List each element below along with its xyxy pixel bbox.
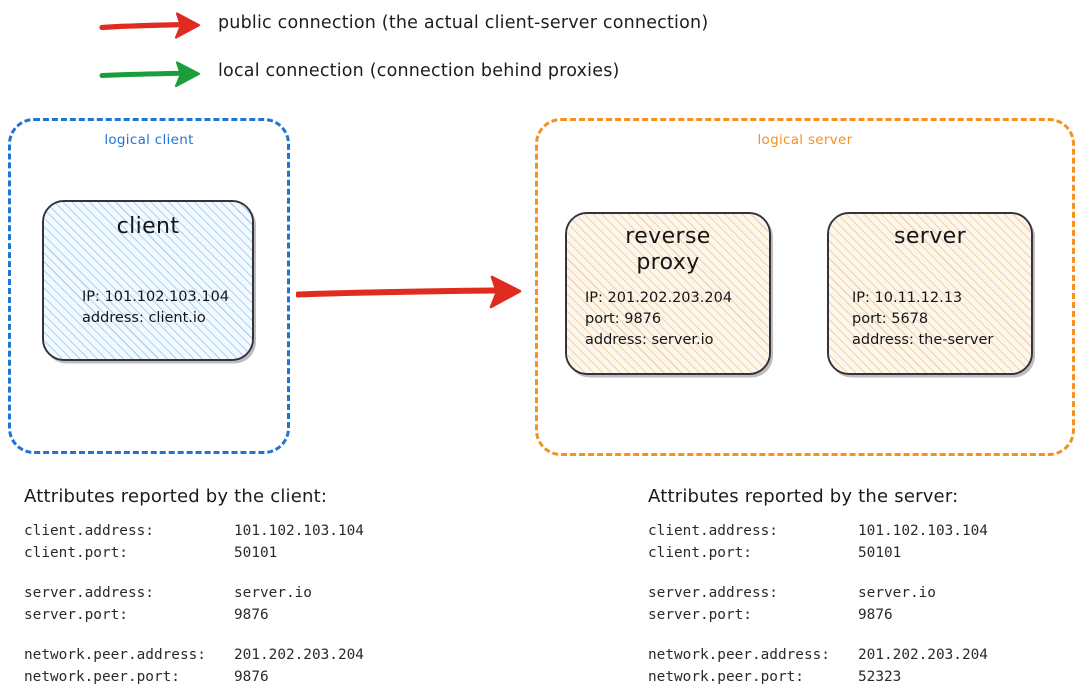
node-client-details: IP: 101.102.103.104 address: client.io xyxy=(82,289,230,326)
table-row-spacer xyxy=(24,564,364,583)
table-row: client.port: 50101 xyxy=(24,543,364,565)
table-row-spacer xyxy=(24,626,364,645)
node-client-title: client xyxy=(116,214,180,239)
attribute-value: server.io xyxy=(234,585,312,601)
table-row-spacer xyxy=(648,626,988,645)
attribute-key: network.peer.address: xyxy=(648,647,830,663)
table-row: network.peer.address: 201.202.203.204 xyxy=(648,645,988,667)
attribute-key: server.address: xyxy=(648,585,778,601)
table-row: server.port: 9876 xyxy=(648,605,988,627)
legend-item-public-connection: public connection (the actual client-ser… xyxy=(0,8,1080,44)
red-right-arrow-icon xyxy=(98,10,206,42)
table-row: network.peer.port: 9876 xyxy=(24,667,364,689)
attribute-value: 9876 xyxy=(858,606,893,623)
attributes-reported-by-client: Attributes reported by the client: clien… xyxy=(24,486,364,688)
legend-item-local-connection: local connection (connection behind prox… xyxy=(0,56,1080,92)
attribute-key: client.address: xyxy=(648,523,778,539)
node-client[interactable]: client IP: 101.102.103.104 address: clie… xyxy=(42,200,254,361)
attribute-value: 201.202.203.204 xyxy=(858,647,988,663)
attributes-reported-by-server: Attributes reported by the server: clien… xyxy=(648,486,988,688)
attribute-value: 9876 xyxy=(234,606,269,623)
attributes-server-heading: Attributes reported by the server: xyxy=(648,486,959,507)
node-reverse-proxy[interactable]: reverse proxy IP: 201.202.203.204 port: … xyxy=(565,212,771,375)
table-row: client.port: 50101 xyxy=(648,543,988,565)
attribute-value: server.io xyxy=(858,585,936,601)
node-server[interactable]: server IP: 10.11.12.13 port: 5678 addres… xyxy=(827,212,1033,375)
attributes-server-table: client.address: 101.102.103.104 client.por… xyxy=(648,521,988,688)
attributes-client-heading: Attributes reported by the client: xyxy=(24,486,328,507)
attributes-client-table: client.address: 101.102.103.104 client.por… xyxy=(24,521,364,688)
public-connection-arrow xyxy=(295,272,528,314)
node-reverse-proxy-title: reverse proxy xyxy=(625,224,711,275)
logical-client-group-title: logical client xyxy=(104,132,194,148)
table-row: network.peer.address: 201.202.203.204 xyxy=(24,645,364,667)
table-row: server.address: server.io xyxy=(648,583,988,605)
table-row-spacer xyxy=(648,564,988,583)
attribute-key: server.address: xyxy=(24,585,154,601)
attribute-key: client.address: xyxy=(24,523,154,539)
attribute-value: 101.102.103.104 xyxy=(858,523,988,539)
attribute-key: server.port: xyxy=(648,606,752,623)
attribute-key: network.peer.port: xyxy=(24,668,180,685)
attribute-key: server.port: xyxy=(24,606,128,623)
attribute-value: 50101 xyxy=(858,544,902,561)
green-right-arrow-icon xyxy=(98,58,206,90)
attribute-key: client.port: xyxy=(24,544,128,561)
node-reverse-proxy-details: IP: 201.202.203.204 port: 9876 address: … xyxy=(585,290,733,348)
table-row: client.address: 101.102.103.104 xyxy=(648,521,988,543)
attribute-key: client.port: xyxy=(648,544,752,561)
attribute-value: 101.102.103.104 xyxy=(234,523,364,539)
logical-server-group: logical server xyxy=(535,118,1075,456)
table-row: server.port: 9876 xyxy=(24,605,364,627)
legend-label-local-connection: local connection (connection behind prox… xyxy=(218,61,620,81)
client-hatch-fill xyxy=(44,202,252,359)
logical-client-group: logical client xyxy=(8,118,290,454)
server-hatch-fill xyxy=(829,214,1031,373)
table-row: server.address: server.io xyxy=(24,583,364,605)
attribute-key: network.peer.port: xyxy=(648,668,804,685)
table-row: network.peer.port: 52323 xyxy=(648,667,988,689)
legend: public connection (the actual client-ser… xyxy=(0,0,1080,100)
attribute-key: network.peer.address: xyxy=(24,647,206,663)
attribute-value: 9876 xyxy=(234,668,269,685)
logical-server-group-title: logical server xyxy=(757,132,853,148)
attribute-value: 201.202.203.204 xyxy=(234,647,364,663)
node-server-details: IP: 10.11.12.13 port: 5678 address: the-… xyxy=(852,290,994,348)
attribute-value: 50101 xyxy=(234,544,278,561)
node-server-title: server xyxy=(893,224,967,249)
reverse-proxy-hatch-fill xyxy=(567,214,769,373)
attribute-value: 52323 xyxy=(858,668,902,685)
legend-label-public-connection: public connection (the actual client-ser… xyxy=(218,13,709,33)
table-row: client.address: 101.102.103.104 xyxy=(24,521,364,543)
